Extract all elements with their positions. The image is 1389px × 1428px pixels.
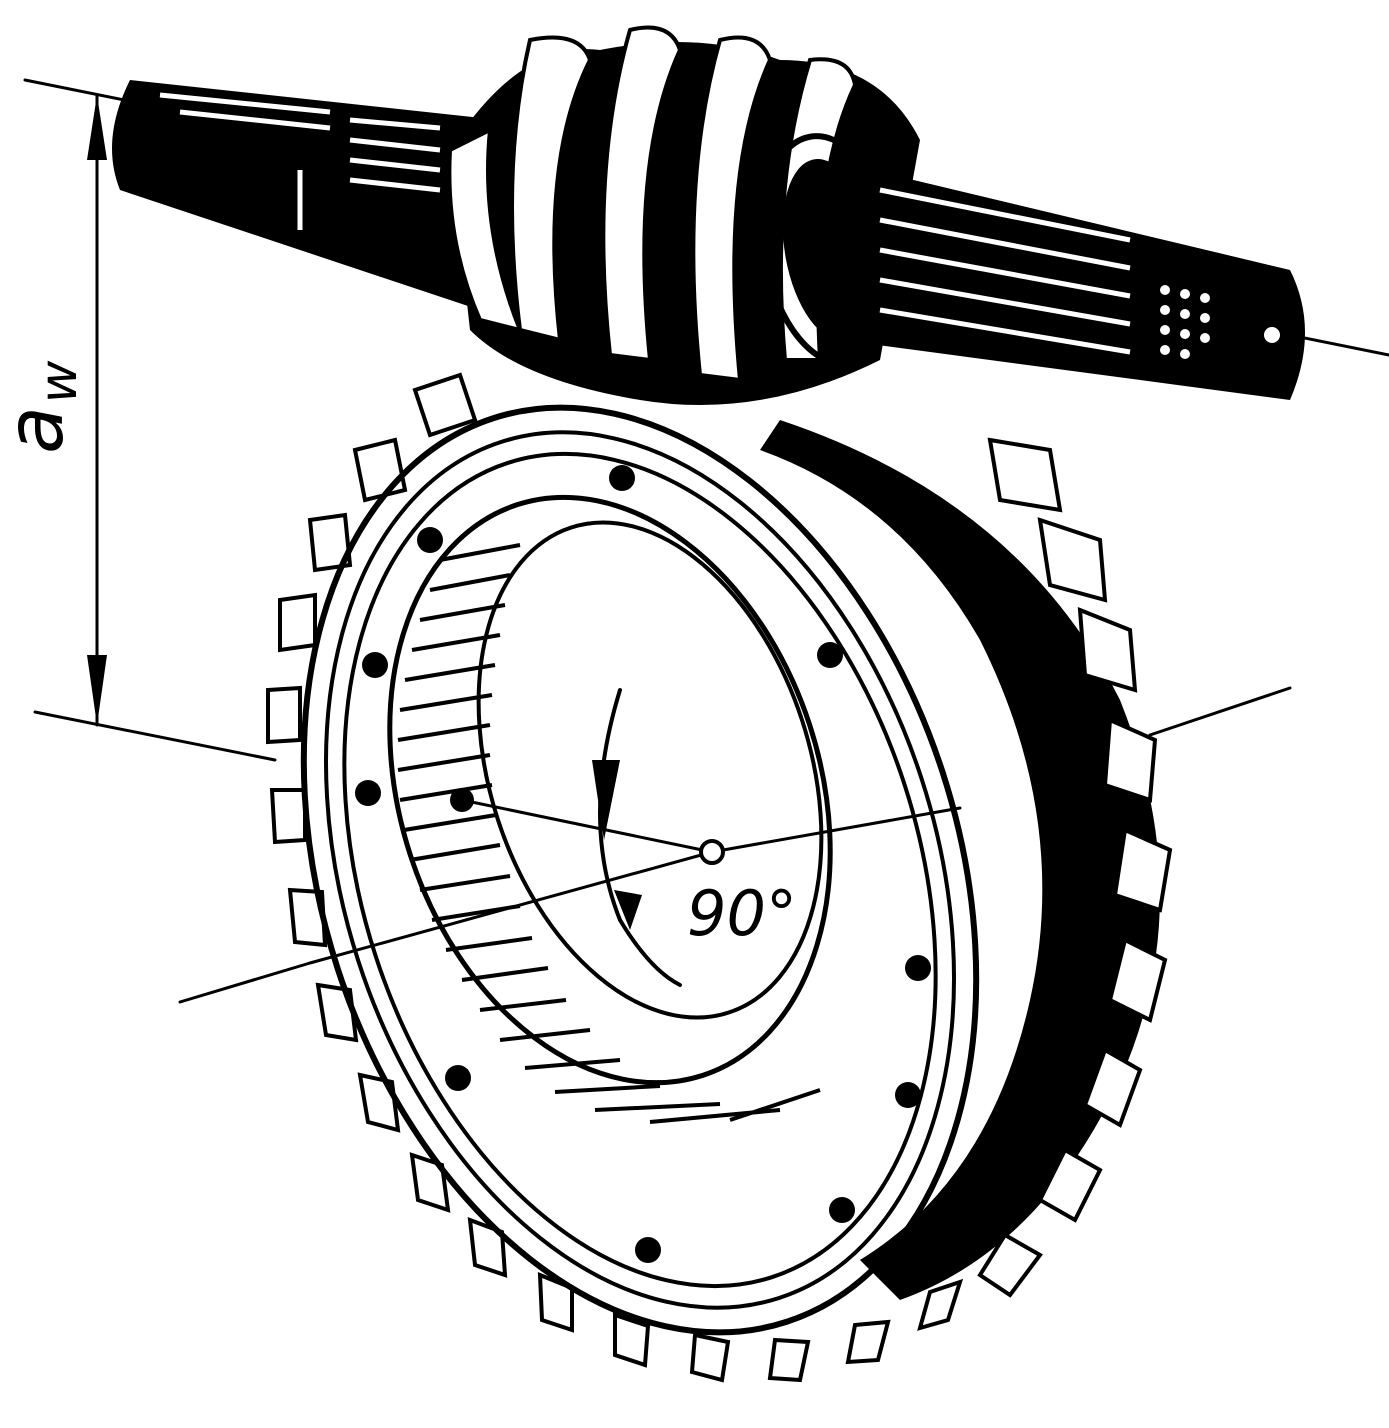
pinion-center-hole (1264, 327, 1280, 343)
ring-gear-bore-outer (387, 494, 833, 1086)
bore-hatching (397, 543, 821, 1124)
ring-gear-bore-inner (476, 520, 824, 1020)
pinion-shaft-left-splines (159, 92, 441, 230)
bolt-hole (817, 642, 843, 668)
transverse-axis-line-right (710, 806, 962, 854)
angle-label: 90° (687, 877, 797, 950)
bolt-hole (635, 1237, 661, 1263)
gear-transverse-axis-left (178, 961, 312, 1004)
ring-gear-teeth-shadow (760, 420, 1160, 1300)
bolt-hole (905, 955, 931, 981)
ring-gear-right-teeth (977, 437, 1173, 1298)
bolt-hole (609, 465, 635, 491)
pinion (112, 25, 1305, 405)
ring-gear-flange-edge (324, 430, 956, 1310)
gear-axis-line-right (1148, 686, 1292, 737)
angle-construction (308, 688, 962, 987)
arrowhead-down-icon (87, 655, 107, 725)
center-distance-symbol: a (0, 406, 81, 454)
pinion-shaft-left (112, 80, 500, 310)
ring-gear-bolt-circle (342, 451, 938, 1289)
bolt-hole (445, 1065, 471, 1091)
rotation-arrow-icon (592, 760, 620, 840)
offset-line (460, 798, 714, 854)
center-distance-label: a w (0, 360, 89, 454)
bolt-hole (895, 1082, 921, 1108)
labels: a w 90° (0, 360, 797, 950)
bolt-hole (355, 780, 381, 806)
bolt-holes (355, 465, 931, 1263)
gear-axis-line-left (33, 710, 277, 762)
axis-point-center (699, 839, 725, 865)
bolt-hole (362, 652, 388, 678)
ring-gear-left-teeth (266, 372, 964, 1383)
center-distance-subscript: w (29, 360, 89, 403)
pinion-teeth (447, 25, 858, 383)
pinion-thread-dots (1160, 285, 1210, 359)
bolt-hole (829, 1197, 855, 1223)
axis-point-left (450, 788, 474, 812)
rotation-arc (598, 688, 682, 987)
ring-gear (266, 372, 1173, 1383)
center-distance-dimension (87, 93, 107, 727)
ring-gear-outer-rim (300, 404, 980, 1336)
pinion-shaft-right (830, 160, 1305, 400)
rotation-arrow-icon (614, 890, 642, 930)
transverse-axis-line (308, 850, 714, 965)
arrowhead-up-icon (87, 95, 107, 160)
pinion-shaft-right-splines (879, 187, 1131, 355)
bolt-hole (417, 527, 443, 553)
